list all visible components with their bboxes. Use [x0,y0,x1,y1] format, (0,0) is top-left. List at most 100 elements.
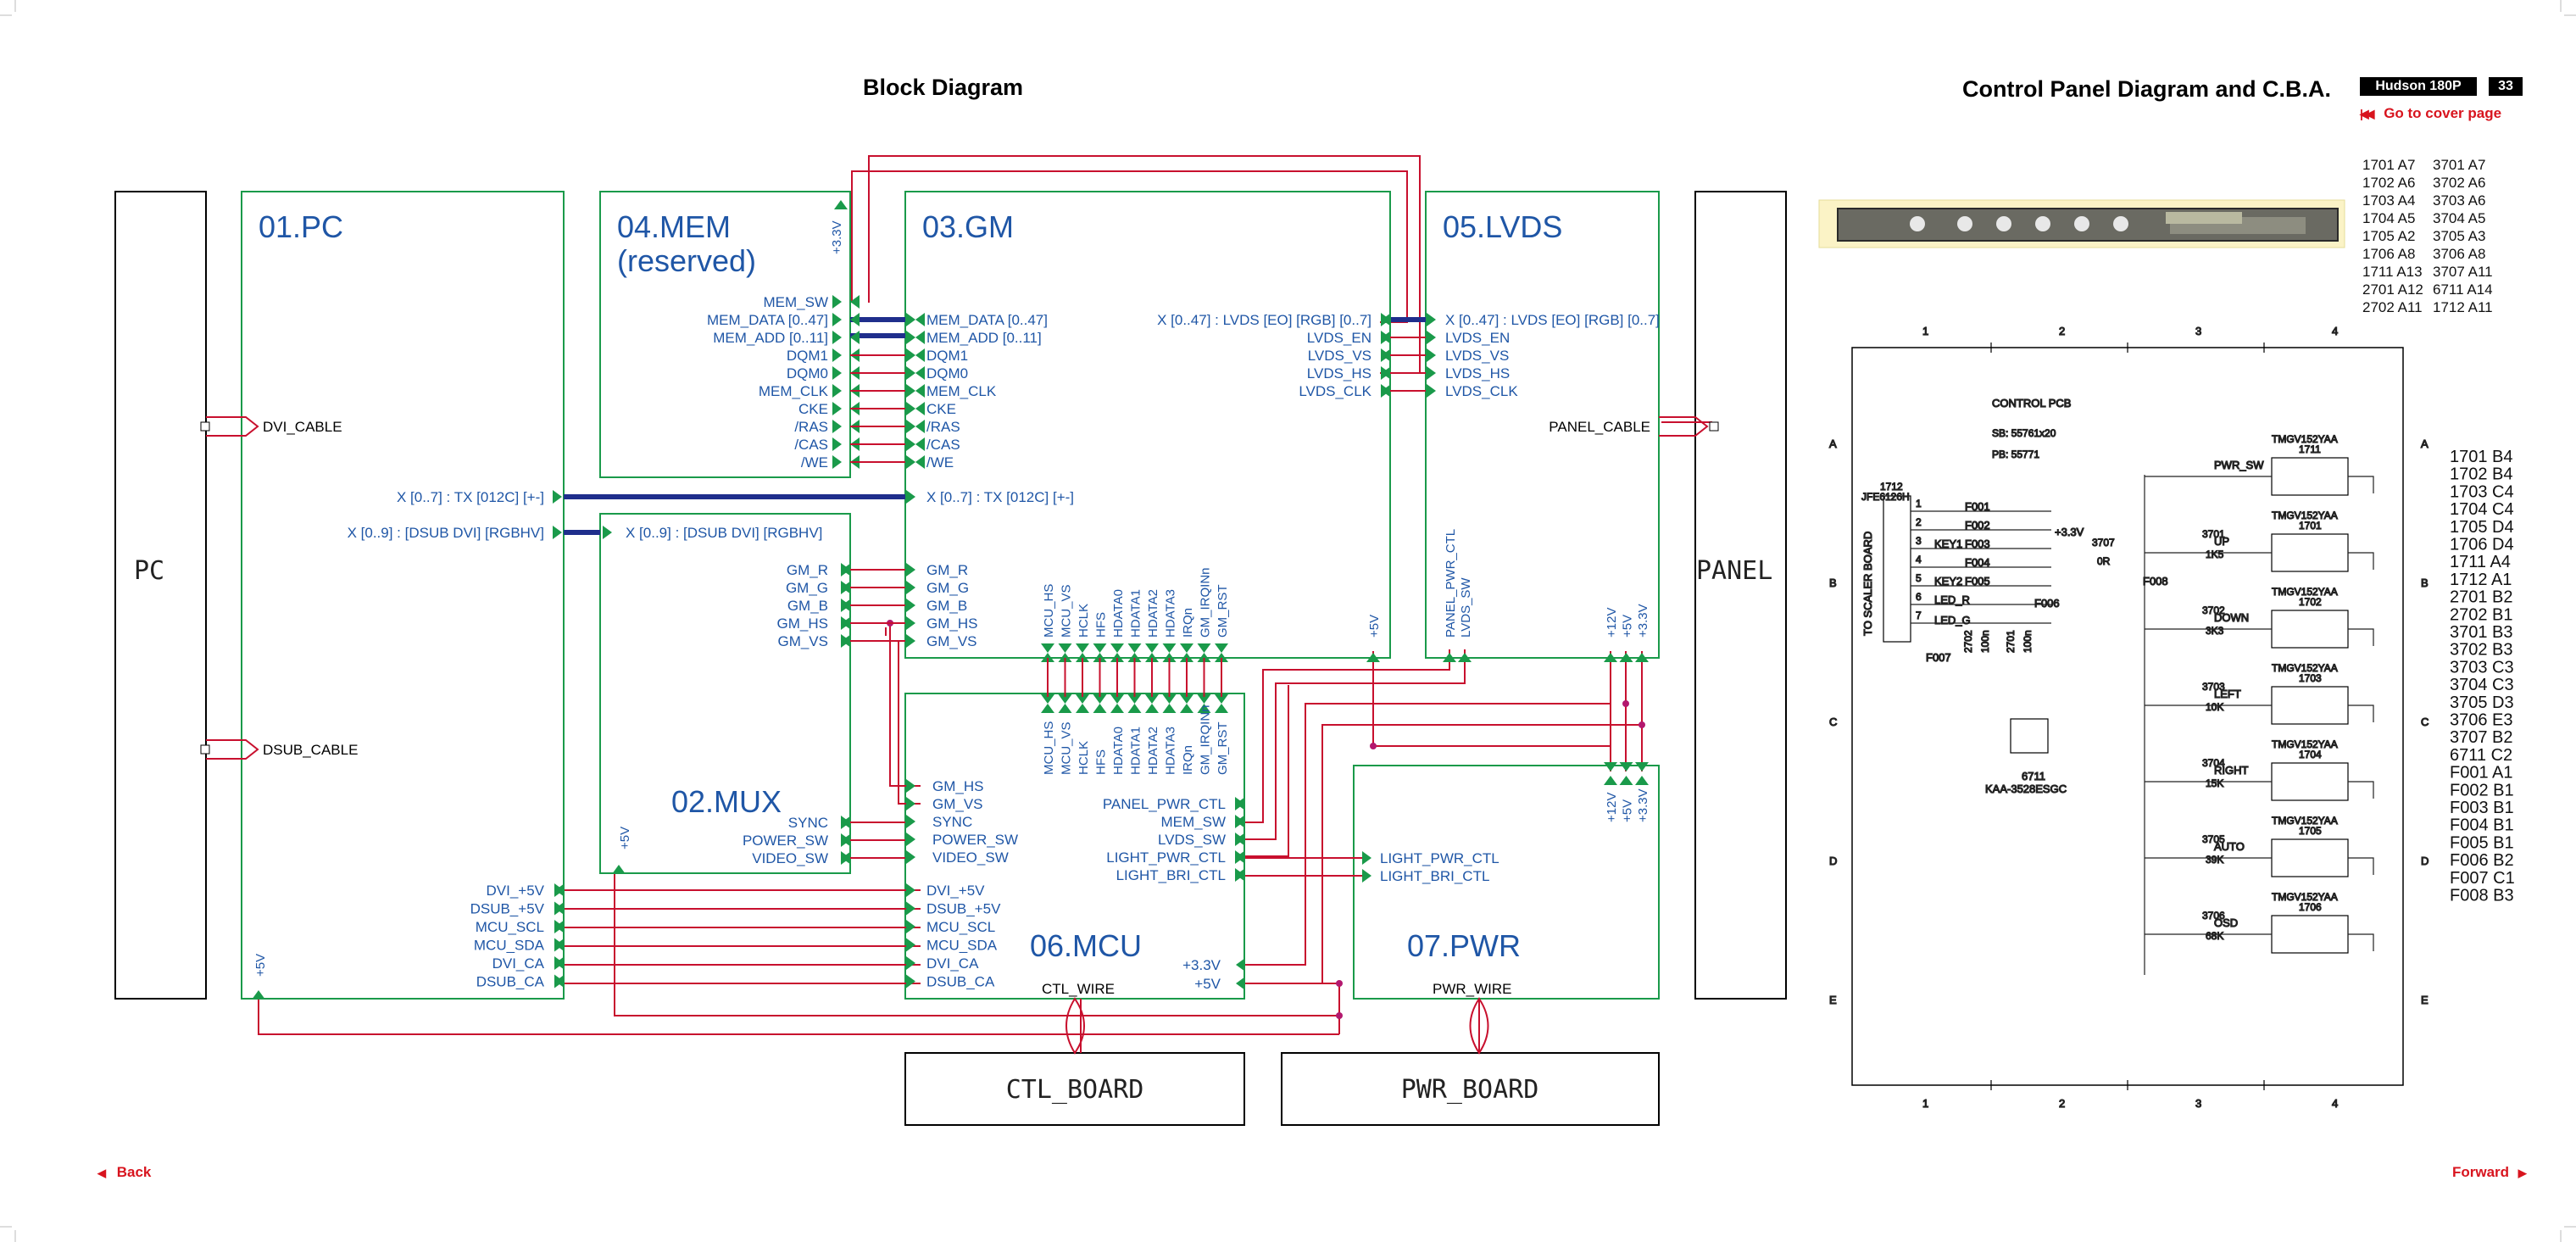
lvds-in-signal-label: LVDS_VS [1445,348,1509,364]
gm-bottom-label: HDATA2 [1146,589,1160,638]
forward-link[interactable]: Forward ▶ [2452,1164,2527,1181]
ref-table-1-entry: 1702 A6 [2362,175,2415,191]
mcu-right-label: LIGHT_PWR_CTL [1106,849,1226,866]
pin-arrow [1215,694,1228,704]
mcu-from-mux-label: VIDEO_SW [932,849,1009,866]
grid-col-label: 4 [2332,1097,2338,1110]
pc-out-label: DVI_+5V [486,883,544,899]
pc-block [241,191,565,1000]
pin-arrow [842,816,851,829]
lvds-block [1425,191,1660,659]
pin-arrow [1604,762,1617,771]
pin-arrow [906,974,915,989]
pin-arrow [906,455,915,469]
resistor-ref: 3705 [2202,833,2225,845]
connector-pin: 6 [1916,591,1922,603]
block-diagram-title: Block Diagram [863,75,1024,100]
switch-type: TMGV152YAA [2272,510,2338,521]
pin-arrow [555,956,565,970]
pin-arrow [1197,694,1211,704]
pin-arrow [555,901,565,916]
pin-arrow [834,200,848,209]
pin-arrow [915,437,925,451]
ref-list-entry: F008 B3 [2450,887,2514,905]
pin-arrow [906,779,915,793]
page-number-badge: 33 [2489,77,2523,96]
wire-junctions [887,620,1645,1019]
cover-page-link[interactable]: |◀◀ Go to cover page [2360,105,2501,122]
lvds-power-label: +12V [1605,608,1619,638]
pin-arrow [555,938,565,952]
pin-arrow [1127,643,1142,653]
pwr-in-label: LIGHT_BRI_CTL [1380,868,1489,884]
gm-mem-signal-label: MEM_CLK [926,383,997,399]
switch-ref: 1711 [2299,443,2321,455]
ctl-wire-label: CTL_WIRE [1042,981,1115,997]
pin-arrow [555,883,565,897]
pin-arrow [1162,694,1177,704]
pin-label: LED_R [1934,593,1970,606]
dvi-cable-label: DVI_CABLE [263,419,342,435]
panel-cable-label: PANEL_CABLE [1549,419,1650,435]
resistor-ref: 3706 [2202,910,2225,922]
pwr-wire-label: PWR_WIRE [1433,981,1512,997]
switch-ref: 1704 [2299,749,2322,760]
pwr-block [1353,765,1660,1000]
mem-power-label: +3.3V [830,220,844,254]
connector-body [1883,495,1911,643]
forward-label: Forward [2452,1164,2510,1180]
pin-arrow [1110,694,1124,704]
pin-arrow [906,883,915,897]
pin-arrow [906,920,915,933]
mux-ctrl-label: POWER_SW [743,833,828,849]
pin-arrow [1162,653,1177,662]
pin-arrow [842,599,851,612]
pin-arrow [906,581,915,594]
grid-col-label: 1 [1922,325,1928,337]
ref-table-1-entry: 1703 A4 [2362,192,2415,209]
pin-arrow [1382,366,1391,380]
resistor-ref: 3702 [2202,604,2225,616]
pin-arrow [612,865,626,874]
mux-out-label: GM_VS [777,633,828,649]
gm-bottom-label: HFS [1094,612,1109,638]
lvds-bottom-label: PANEL_PWR_CTL [1444,529,1458,638]
ref-list-entry: 3705 D3 [2450,693,2514,712]
pin-arrow [1180,643,1193,653]
back-link[interactable]: ◀ Back [97,1164,151,1181]
switch-label: AUTO [2214,840,2245,853]
pin-arrow [906,616,915,630]
gm-bottom-label: MCU_VS [1060,584,1074,638]
pin-arrow [906,634,915,648]
tx-bus-right-label: X [0..7] : TX [012C] [+-] [926,489,1074,505]
mcu-from-mux-label: POWER_SW [932,832,1018,848]
switch-label: DOWN [2214,611,2249,624]
pin-arrow [842,563,851,576]
pin-arrow [1180,653,1193,662]
ref-list-entry: F005 B1 [2450,833,2514,852]
pin-arrow [1197,653,1211,662]
pin-arrow [850,313,860,326]
gm-mem-signal-label: MEM_ADD [0..11] [926,330,1042,346]
pin-arrow [1041,704,1054,713]
pin-arrow [832,295,842,309]
resistor-value: 0R [2097,555,2111,567]
mem-signal-label: MEM_DATA [0..47] [707,312,828,328]
resistor-ref: 3701 [2202,528,2225,540]
pin-arrow [915,331,925,344]
pin-arrow [915,348,925,362]
pin-arrow [1197,643,1211,653]
pin-arrow [906,797,915,810]
switch-body [2271,457,2349,496]
test-point-label: F004 [1965,556,1990,569]
pin-arrow [832,313,842,326]
ref-list-entry: F004 B1 [2450,816,2514,835]
switch-body [2271,610,2349,649]
mcu-top-label: MCU_VS [1060,721,1074,775]
ground-wire [2348,857,2374,875]
mcu-block-title: 06.MCU [1030,928,1142,963]
switch-type: TMGV152YAA [2272,433,2338,445]
pwr-board-label: PWR_BOARD [1401,1075,1539,1105]
pc-out-label: MCU_SDA [474,938,545,954]
